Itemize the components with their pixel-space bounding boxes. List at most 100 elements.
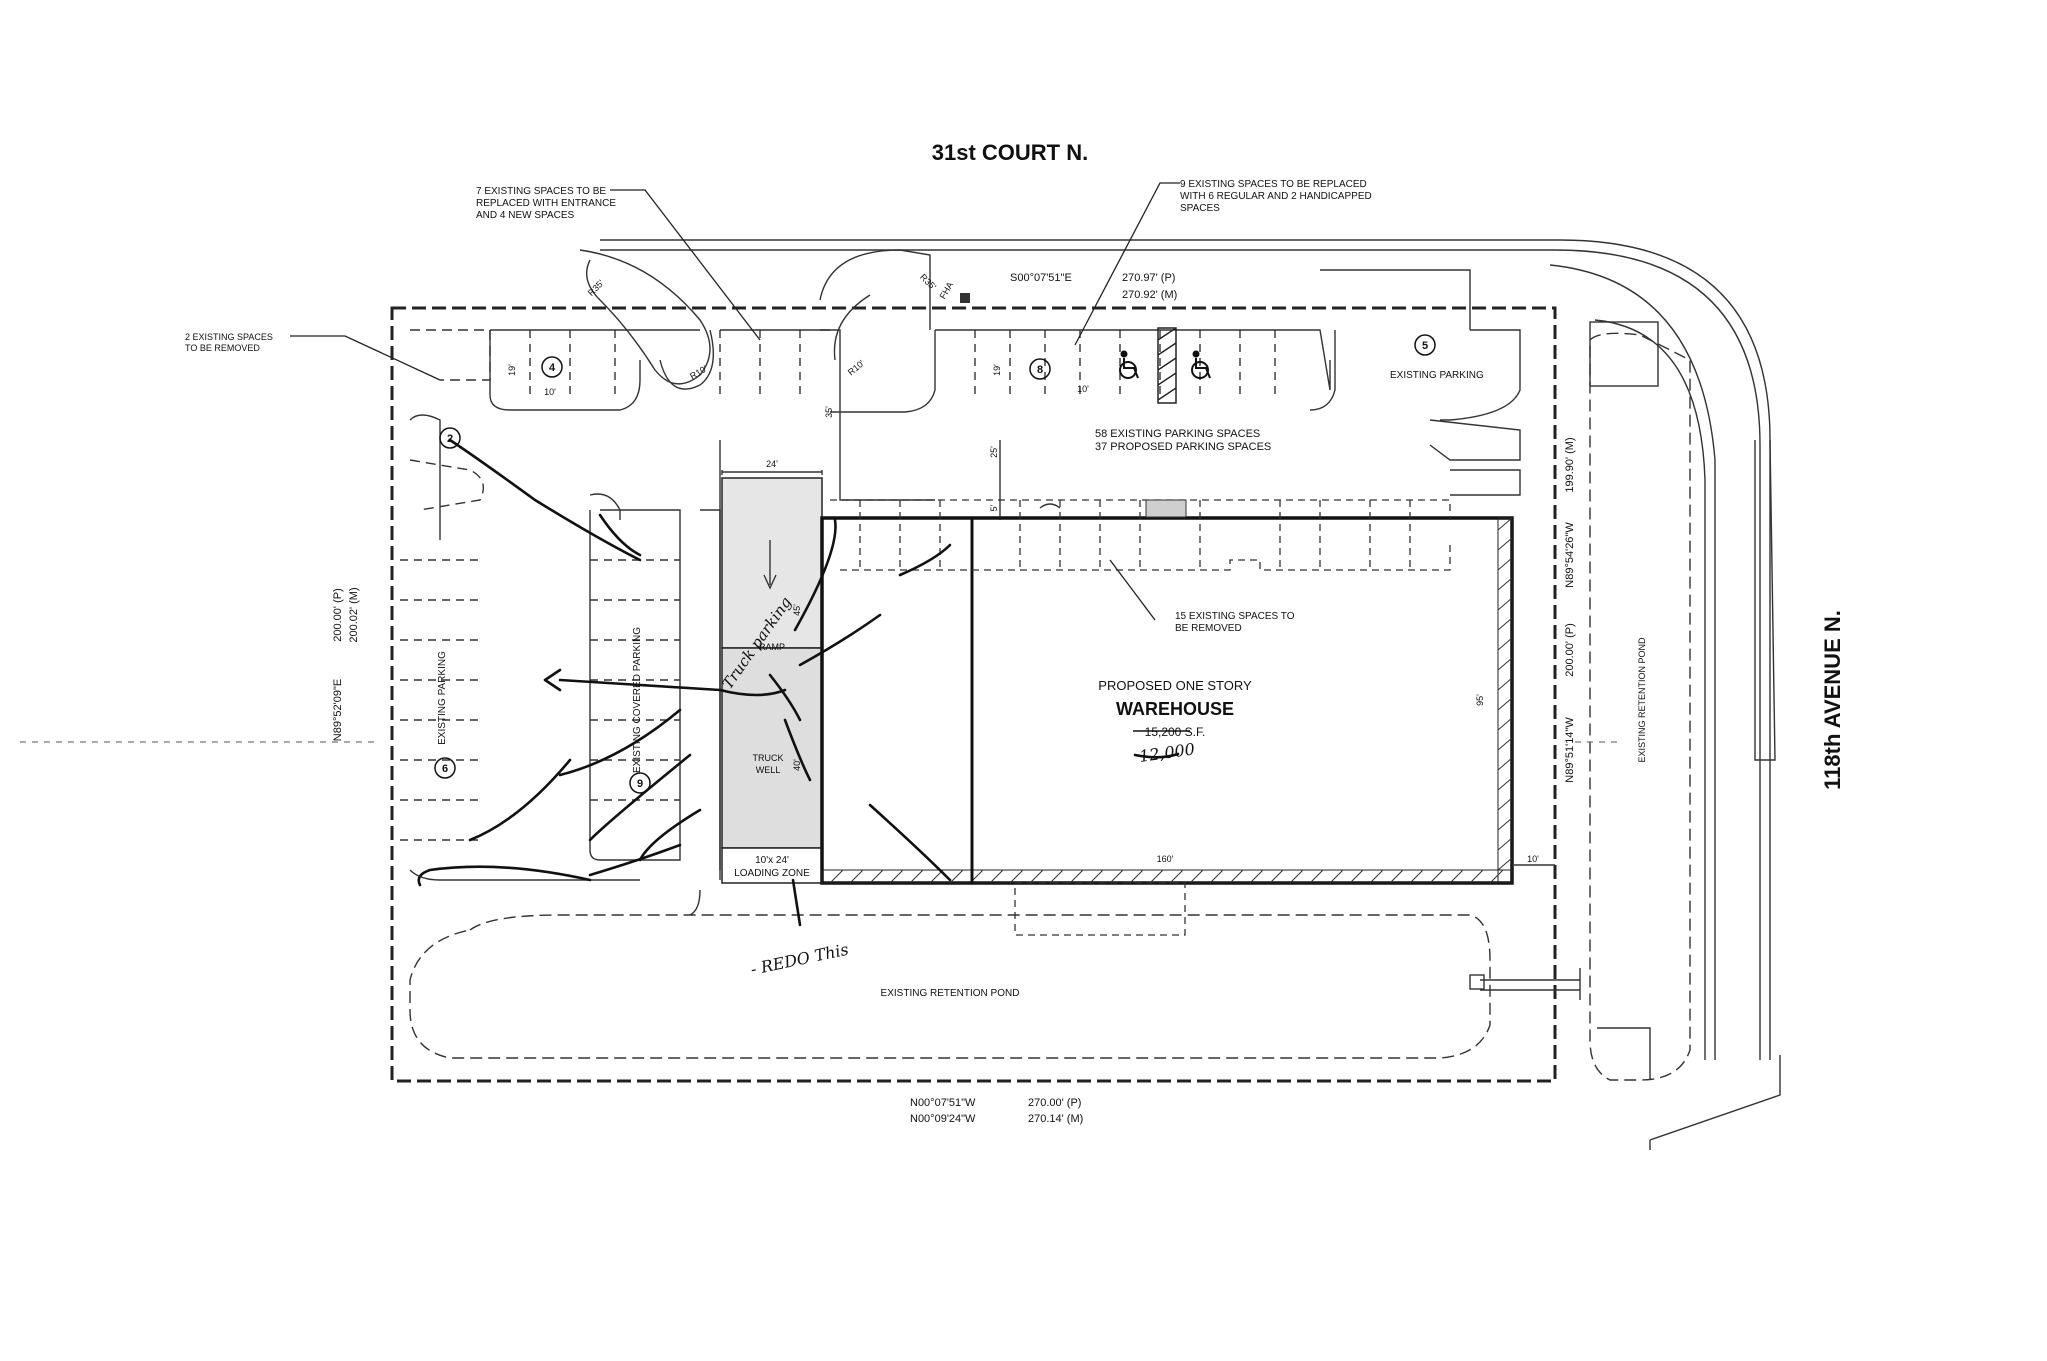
south-pond-outline xyxy=(409,914,1491,1059)
hydrant-icon xyxy=(960,293,970,303)
dim-10-a-label: 10' xyxy=(544,387,556,397)
dim-40-label: 40' xyxy=(792,759,802,771)
hatched-pad xyxy=(1145,499,1187,518)
svg-text:5: 5 xyxy=(1422,340,1428,352)
note-seven-spaces-2: REPLACED WITH ENTRANCE xyxy=(476,198,616,209)
space-count-6: 6 xyxy=(434,757,456,779)
bearing-east-m: 199.90' (M) xyxy=(1564,437,1576,492)
street-east-label: 118th AVENUE N. xyxy=(1820,610,1845,790)
handwritten-redo: - REDO This xyxy=(749,940,850,979)
dim-25-label: 25' xyxy=(989,446,999,458)
radius-35-b: R35' xyxy=(918,272,938,292)
bearing-west-line: N89°52'09"E xyxy=(332,679,344,741)
note-fifteen-spaces-2: BE REMOVED xyxy=(1175,623,1242,634)
bearing-east-line-1: N89°54'26"W xyxy=(1564,522,1576,588)
area-existing-retention-pond-e: EXISTING RETENTION POND xyxy=(1637,637,1647,763)
dim-10-east-label: 10' xyxy=(1527,854,1539,864)
dim-19-b-label: 19' xyxy=(992,364,1002,376)
truck-well-label-1: TRUCK xyxy=(753,753,784,763)
area-existing-covered-parking: EXISTING COVERED PARKING xyxy=(632,627,643,773)
note-fifteen-spaces-1: 15 EXISTING SPACES TO xyxy=(1175,611,1295,622)
dim-95-label: 95' xyxy=(1475,694,1485,706)
north-parking-stripes xyxy=(529,330,1276,400)
east-box xyxy=(1589,321,1659,387)
north-parking-lot xyxy=(410,249,1521,501)
outfall-pipe xyxy=(1480,968,1581,1000)
leader-lines xyxy=(290,182,1180,870)
svg-text:2: 2 xyxy=(447,433,453,445)
east-pond-outline xyxy=(1589,332,1691,1081)
space-count-8: 8 xyxy=(1029,358,1051,380)
outfall-box xyxy=(1469,974,1485,990)
bearing-south-m: 270.14' (M) xyxy=(1028,1113,1083,1125)
dim-160-label: 160' xyxy=(1157,854,1174,864)
parking-summary-2: 37 PROPOSED PARKING SPACES xyxy=(1095,441,1271,453)
street-curbs xyxy=(600,239,1781,1150)
fha-label: FHA xyxy=(938,280,956,301)
loading-zone-label-2: LOADING ZONE xyxy=(734,868,810,879)
dim-10-b-label: 10' xyxy=(1077,384,1089,394)
bearing-south-1: N00°07'51"W xyxy=(910,1097,976,1109)
truck-well xyxy=(721,647,823,849)
svg-text:6: 6 xyxy=(442,763,448,775)
dim-24-label: 24' xyxy=(766,459,778,469)
handwritten-markup xyxy=(417,438,1180,927)
parking-summary-1: 58 EXISTING PARKING SPACES xyxy=(1095,428,1260,440)
svg-text:9: 9 xyxy=(637,778,643,790)
ramp-arrow-icon xyxy=(763,540,777,590)
note-nine-spaces-3: SPACES xyxy=(1180,203,1220,214)
bearing-north: S00°07'51"E xyxy=(1010,272,1072,284)
bearing-east-line-2: N89°51'14"W xyxy=(1564,717,1576,783)
radius-35-a: R35' xyxy=(586,278,606,298)
bearing-north-m: 270.92' (M) xyxy=(1122,289,1177,301)
area-existing-parking-ne: EXISTING PARKING xyxy=(1390,370,1484,381)
wall-hatch-south xyxy=(829,869,1504,884)
dim-35-label: 35' xyxy=(824,406,834,418)
walk-curve xyxy=(1039,503,1061,509)
space-count-9: 9 xyxy=(629,772,651,794)
dim-19-a-label: 19' xyxy=(507,364,517,376)
truck-well-label-2: WELL xyxy=(756,765,781,775)
street-north-label: 31st COURT N. xyxy=(932,140,1088,165)
radius-10-b: R10' xyxy=(846,358,867,378)
hatched-aisle-lines xyxy=(1157,327,1177,401)
building-area-hand: 12,000 xyxy=(1138,739,1196,766)
bearing-north-p: 270.97' (P) xyxy=(1122,272,1175,284)
bearing-east-p: 200.00' (P) xyxy=(1564,623,1576,676)
note-nine-spaces-2: WITH 6 REGULAR AND 2 HANDICAPPED xyxy=(1180,191,1372,202)
bearing-south-2: N00°09'24"W xyxy=(910,1113,976,1125)
east-box-b xyxy=(1597,1027,1651,1080)
handicap-icon xyxy=(1191,350,1211,379)
property-boundary xyxy=(390,306,1557,1083)
space-count-2: 2 xyxy=(439,427,461,449)
bearing-south-p: 270.00' (P) xyxy=(1028,1097,1081,1109)
note-two-spaces-1: 2 EXISTING SPACES xyxy=(185,332,273,342)
handicap-icon xyxy=(1119,350,1139,379)
ramp-label: RAMP xyxy=(759,642,785,652)
south-porch xyxy=(1014,882,1186,936)
ramp xyxy=(721,477,823,649)
dim-5-label: 5' xyxy=(989,504,999,511)
dim-45-label: 45' xyxy=(792,604,802,616)
west-parking-stripes xyxy=(400,559,680,841)
hatched-aisle xyxy=(1157,327,1177,404)
warehouse-wall-south xyxy=(821,869,1513,884)
loading-zone xyxy=(721,847,823,884)
bearing-west-p: 200.00' (P) xyxy=(332,588,344,641)
note-nine-spaces-1: 9 EXISTING SPACES TO BE REPLACED xyxy=(1180,179,1367,190)
dim-24 xyxy=(721,470,823,475)
removed-spaces xyxy=(830,499,1451,571)
building-area-struck: 15,200 S.F. xyxy=(1145,725,1206,739)
space-count-5: 5 xyxy=(1414,334,1436,356)
area-existing-retention-pond-s: EXISTING RETENTION POND xyxy=(881,988,1020,999)
note-two-spaces-2: TO BE REMOVED xyxy=(185,343,260,353)
bearing-west-m: 200.02' (M) xyxy=(348,587,360,642)
note-seven-spaces-1: 7 EXISTING SPACES TO BE xyxy=(476,186,606,197)
svg-text:8: 8 xyxy=(1037,364,1043,376)
space-count-4: 4 xyxy=(541,356,563,378)
building-line1: PROPOSED ONE STORY xyxy=(1098,678,1252,693)
loading-zone-label-1: 10'x 24' xyxy=(755,855,789,866)
wall-hatch xyxy=(1497,517,1513,871)
building-line2: WAREHOUSE xyxy=(1116,699,1234,719)
